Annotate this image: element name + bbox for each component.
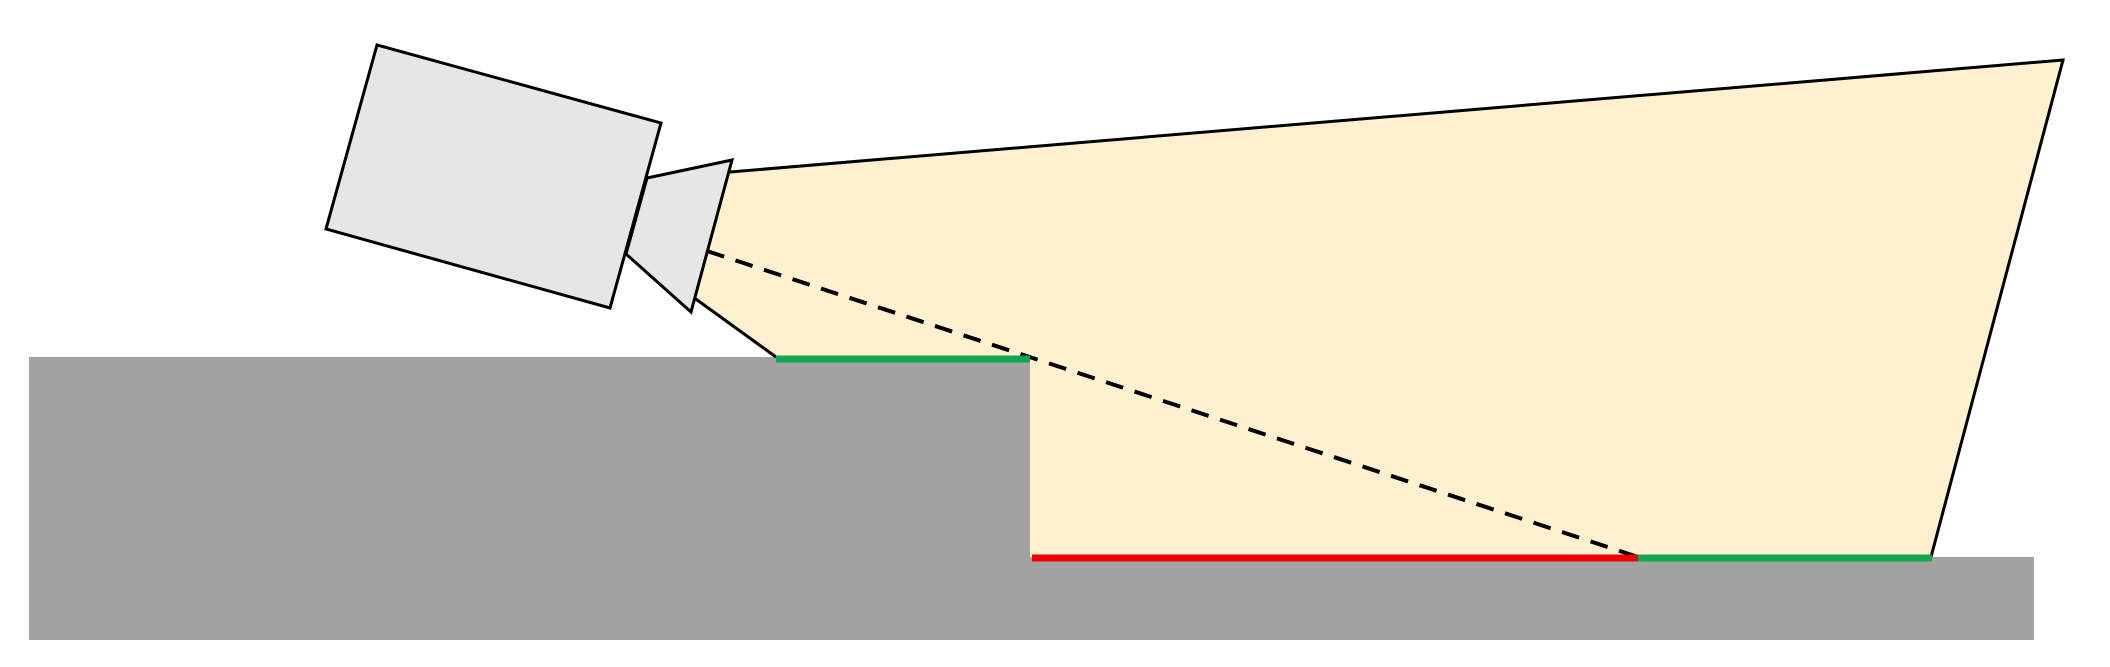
upper-step-ground <box>29 357 2034 640</box>
camera-body <box>324 43 663 310</box>
field-of-view-outline <box>729 58 2065 558</box>
dashed-sight-line <box>706 249 1639 559</box>
camera-field-of-view <box>693 60 2063 557</box>
lower-view-ray <box>692 295 777 359</box>
camera-lens <box>624 158 735 315</box>
